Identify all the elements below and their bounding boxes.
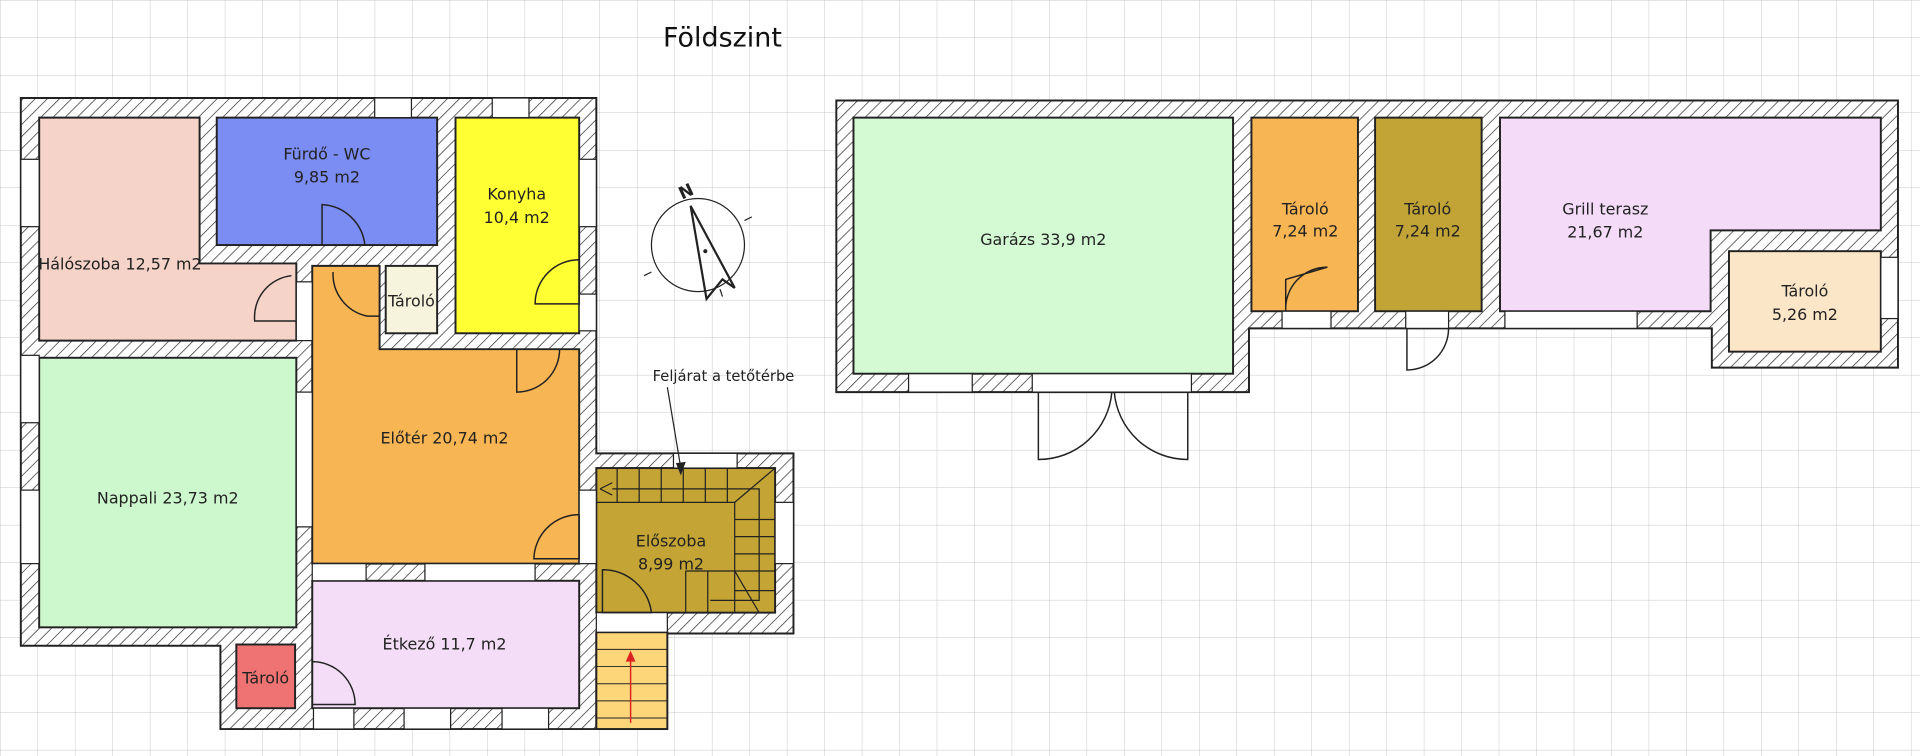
label-eloter: Előtér 20,74 m2 xyxy=(380,429,508,448)
label-tarolo-small: Tároló xyxy=(387,291,435,310)
room-nappali xyxy=(38,356,298,629)
room-tarolo-red xyxy=(235,643,297,710)
label-konyha-area: 10,4 m2 xyxy=(484,208,550,227)
room-garazs xyxy=(852,116,1235,375)
label-furdo-area: 9,85 m2 xyxy=(294,168,360,187)
windows-left xyxy=(20,97,795,730)
label-garazs: Garázs 33,9 m2 xyxy=(980,230,1106,249)
label-nappali: Nappali 23,73 m2 xyxy=(97,489,239,508)
label-tarolo-1: Tároló xyxy=(1281,199,1329,218)
room-tarolo-3 xyxy=(1728,250,1882,353)
label-tarolo-1-area: 7,24 m2 xyxy=(1272,221,1338,240)
label-etkezo: Étkező 11,7 m2 xyxy=(383,634,507,653)
annotation-arrow xyxy=(666,387,686,476)
room-tarolo-small xyxy=(384,264,439,335)
room-konyha xyxy=(454,116,581,335)
label-tarolo-3-area: 5,26 m2 xyxy=(1772,305,1838,324)
outside-stairs-steps xyxy=(596,648,668,723)
label-grill: Grill terasz xyxy=(1562,199,1648,218)
room-haloszoba xyxy=(38,116,298,342)
compass-icon xyxy=(643,197,753,302)
room-tarolo-2 xyxy=(1374,116,1483,313)
room-etkezo xyxy=(311,579,581,710)
label-konyha: Konyha xyxy=(487,185,546,204)
label-tarolo-2: Tároló xyxy=(1403,199,1451,218)
label-furdo: Fürdő - WC xyxy=(283,144,370,163)
label-grill-area: 21,67 m2 xyxy=(1567,223,1643,242)
annotation-attic-access: Feljárat a tetőtérbe xyxy=(653,368,795,385)
outside-stairs xyxy=(595,631,669,731)
room-furdo xyxy=(215,116,439,247)
windows-right xyxy=(907,256,1899,393)
label-eloszoba: Előszoba xyxy=(636,531,706,550)
label-eloszoba-area: 8,99 m2 xyxy=(638,555,704,574)
doors-right xyxy=(1037,266,1450,461)
label-tarolo-3: Tároló xyxy=(1780,282,1828,301)
doors-left xyxy=(253,203,653,706)
label-tarolo-red: Tároló xyxy=(241,669,289,688)
label-tarolo-2-area: 7,24 m2 xyxy=(1395,221,1461,240)
room-grill-terasz xyxy=(1499,116,1882,313)
staircase xyxy=(596,467,776,613)
plan-title: Földszint xyxy=(663,23,782,54)
room-tarolo-1 xyxy=(1250,116,1359,313)
label-haloszoba: Hálószoba 12,57 m2 xyxy=(38,255,201,274)
